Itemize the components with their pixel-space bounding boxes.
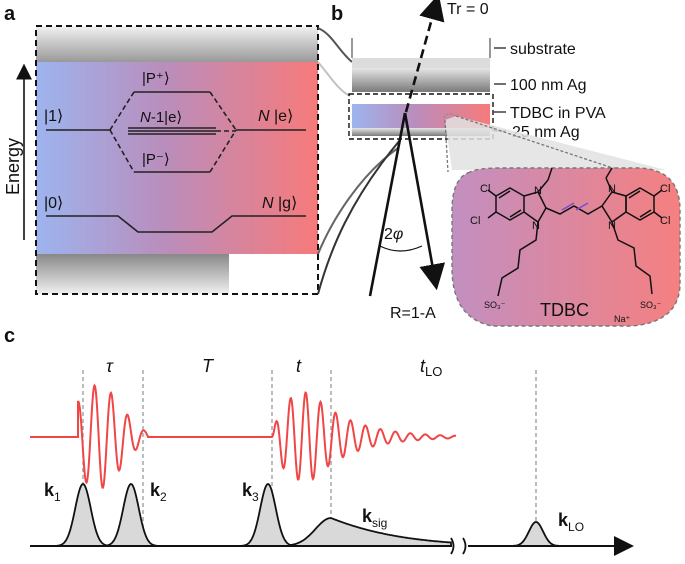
r-label: R=1-A <box>390 305 436 322</box>
pulse-k3 <box>228 482 308 547</box>
panel-b: substrate 100 nm Ag TDBC in PVA 25 nm Ag… <box>348 0 681 327</box>
angle-label: 2φ <box>384 226 403 243</box>
pulse-envelopes <box>43 482 576 547</box>
interval-T: T <box>202 356 215 376</box>
coupled-region <box>36 62 318 254</box>
time-markers <box>82 370 537 546</box>
pulse-label-k3: k3 <box>242 480 259 504</box>
energy-levels <box>46 91 306 233</box>
cavity-frame <box>348 93 494 140</box>
cl-label-1: Cl <box>480 183 490 195</box>
cl-label-2: Cl <box>470 215 480 227</box>
layer-label-substrate: substrate <box>510 41 576 58</box>
so3-label-right: SO₃⁻ <box>640 300 662 310</box>
interval-tlo: tLO <box>420 356 442 379</box>
thick-ag-layer <box>352 68 490 92</box>
panel-a: Energy |1⟩ |0⟩ |P⁺⟩ |P⁻⟩ N-1|e⟩ N |e⟩ N … <box>3 25 319 295</box>
substrate-layer <box>352 58 490 68</box>
layer-label-thick-ag: 100 nm Ag <box>510 77 587 94</box>
incident-beam <box>368 112 407 297</box>
panel-c: τ T t tLO k1 k2 k3 ksig kLO <box>30 356 634 556</box>
pulse-label-ksig: ksig <box>362 506 387 530</box>
n-label-2: N <box>532 220 540 232</box>
energy-label: Energy <box>3 138 23 195</box>
tdbc-structure <box>487 167 663 297</box>
angle-arc <box>379 245 423 252</box>
interval-t: t <box>296 356 302 376</box>
thin-ag-layer <box>352 128 490 136</box>
interval-tau: τ <box>106 356 114 376</box>
n-e-label: N |e⟩ <box>258 108 293 125</box>
reflected-beam <box>403 112 446 291</box>
transmitted-beam <box>404 0 445 113</box>
zoom-cone <box>445 116 666 170</box>
so3-label-left: SO₃⁻ <box>484 300 506 310</box>
cl-label-3: Cl <box>660 183 670 195</box>
connector-lines <box>317 27 401 295</box>
state-0-label: |0⟩ <box>44 195 63 212</box>
pulse-label-k2: k2 <box>150 480 167 504</box>
cl-label-4: Cl <box>660 215 670 227</box>
panel-label-a: a <box>4 3 16 25</box>
molecule-bubble <box>451 167 681 327</box>
panel-label-c: c <box>4 325 15 347</box>
n-g-label: N |g⟩ <box>262 195 297 212</box>
n-label-3: N <box>608 183 616 195</box>
signal-trace <box>30 383 457 489</box>
pulse-label-klo: kLO <box>558 510 584 534</box>
n-label-4: N <box>608 220 616 232</box>
state-1-label: |1⟩ <box>44 108 63 125</box>
panel-label-b: b <box>331 3 343 25</box>
p-minus-label: |P⁻⟩ <box>142 151 170 168</box>
tr-label: Tr = 0 <box>447 1 489 18</box>
n-label-1: N <box>534 185 542 197</box>
axis-break <box>450 537 467 555</box>
pulse-label-k1: k1 <box>44 480 61 504</box>
bottom-mirror-bar <box>36 254 229 294</box>
pulse-ksig <box>290 517 452 547</box>
panel-a-frame <box>35 25 319 295</box>
tdbc-name: TDBC <box>540 300 589 320</box>
coupling-dashes <box>109 91 237 173</box>
layer-label-tdbc: TDBC in PVA <box>510 105 606 122</box>
layer-leaders <box>494 47 506 132</box>
na-label: Na⁺ <box>614 314 631 324</box>
dark-states-label: N-1|e⟩ <box>140 109 182 126</box>
top-mirror-bar <box>36 26 318 68</box>
p-plus-label: |P⁺⟩ <box>142 70 170 87</box>
